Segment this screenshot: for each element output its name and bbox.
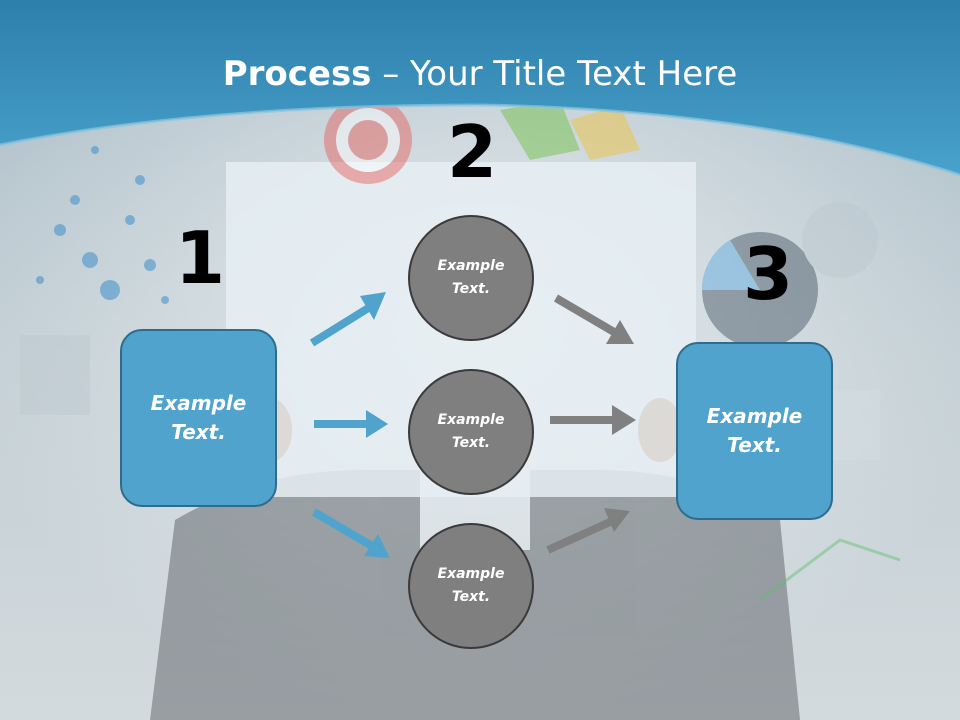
step-number-2: 2	[446, 110, 498, 194]
page-title: Process – Your Title Text Here	[0, 52, 960, 96]
process-circle-bottom-label: Example Text.	[437, 566, 505, 605]
arrow-to-circle-middle	[314, 410, 388, 438]
process-circle-top-label: Example Text.	[437, 258, 505, 297]
arrow-from-circle-top	[553, 294, 634, 344]
step-number-3: 3	[742, 232, 794, 316]
process-box-right[interactable]: Example Text.	[676, 342, 833, 520]
process-circle-bottom[interactable]: Example Text.	[408, 523, 534, 649]
process-box-left-label: Example Text.	[150, 391, 247, 444]
arrow-from-circle-middle	[550, 405, 636, 435]
step-number-1: 1	[174, 216, 226, 300]
arrow-to-circle-top	[309, 292, 386, 347]
arrow-to-circle-bottom	[311, 508, 390, 558]
process-circle-middle[interactable]: Example Text.	[408, 369, 534, 495]
title-rest: – Your Title Text Here	[371, 54, 738, 94]
process-circle-middle-label: Example Text.	[437, 412, 505, 451]
title-bold: Process	[222, 54, 372, 94]
arrow-from-circle-bottom	[546, 508, 630, 554]
process-circle-top[interactable]: Example Text.	[408, 215, 534, 341]
process-box-right-label: Example Text.	[706, 404, 803, 457]
process-box-left[interactable]: Example Text.	[120, 329, 277, 507]
